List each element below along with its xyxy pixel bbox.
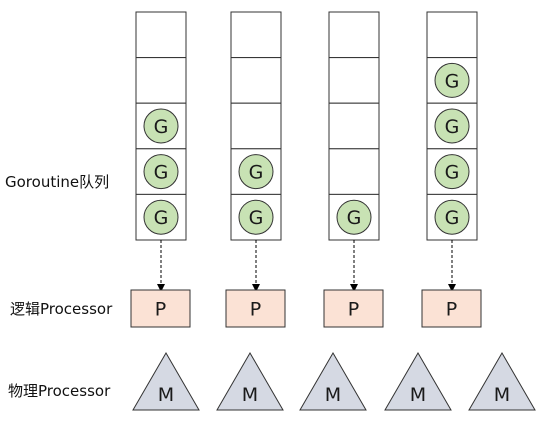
queue-slot	[230, 102, 282, 150]
goroutine-label: G	[154, 162, 169, 184]
goroutine-label: G	[445, 116, 460, 138]
machine-triangle	[384, 352, 452, 411]
goroutine-queue-label: Goroutine队列	[5, 173, 109, 191]
queue-slot	[426, 11, 478, 59]
logical-processor-label: 逻辑Processor	[10, 300, 113, 318]
queue-slot	[328, 148, 380, 195]
goroutine-label: G	[445, 207, 460, 229]
logical-processor: P	[225, 289, 286, 328]
goroutine-circle	[238, 154, 274, 190]
machine-label: M	[410, 384, 426, 406]
queue-slot	[135, 57, 187, 104]
machine-label: M	[494, 384, 510, 406]
processor-label: P	[155, 299, 166, 321]
physical-processor: M	[468, 352, 536, 411]
goroutine-circle	[434, 154, 470, 190]
goroutine-label: G	[154, 207, 169, 229]
physical-processor-label: 物理Processor	[8, 382, 111, 400]
processor-box	[225, 289, 286, 328]
queue-to-processor-arrows	[157, 240, 456, 292]
goroutine-circle	[336, 199, 372, 235]
machine-label: M	[242, 384, 258, 406]
goroutine-circle	[143, 108, 179, 144]
goroutine-circle	[143, 199, 179, 235]
goroutine-circle	[434, 108, 470, 144]
goroutine-queue: G G G G	[426, 11, 478, 241]
processor-box	[421, 289, 482, 328]
processor-label: P	[250, 299, 261, 321]
queue-slot	[230, 57, 282, 104]
machine-triangle	[216, 352, 284, 411]
goroutine-label: G	[249, 162, 264, 184]
queue-slot	[230, 11, 282, 59]
machine-label: M	[158, 384, 174, 406]
queue-slot	[135, 11, 187, 59]
logical-processor: P	[323, 289, 384, 328]
logical-processor: P	[421, 289, 482, 328]
goroutine-label: G	[445, 70, 460, 92]
processor-label: P	[446, 299, 457, 321]
queue-slot	[328, 57, 380, 104]
physical-processor: M	[132, 352, 200, 411]
goroutine-queue: G G G	[135, 11, 187, 241]
goroutine-queue: GG	[230, 11, 282, 241]
physical-processor: M	[216, 352, 284, 411]
goroutine-label: G	[347, 207, 362, 229]
machine-triangle	[299, 352, 367, 411]
machine-triangle	[468, 352, 536, 411]
processor-box	[323, 289, 384, 328]
processor-box	[130, 289, 191, 328]
machine-label: M	[325, 384, 341, 406]
queue-slot	[328, 11, 380, 59]
physical-processor: M	[384, 352, 452, 411]
machine-triangle	[132, 352, 200, 411]
queue-slot	[328, 102, 380, 150]
goroutine-label: G	[154, 116, 169, 138]
goroutine-label: G	[249, 207, 264, 229]
goroutine-label: G	[445, 162, 460, 184]
goroutine-circle	[434, 199, 470, 235]
goroutine-circle	[143, 154, 179, 190]
logical-processor: P	[130, 289, 191, 328]
processor-label: P	[348, 299, 359, 321]
physical-processor: M	[299, 352, 367, 411]
goroutine-circle	[238, 199, 274, 235]
goroutine-queue: G	[328, 11, 380, 241]
goroutine-circle	[434, 62, 470, 98]
